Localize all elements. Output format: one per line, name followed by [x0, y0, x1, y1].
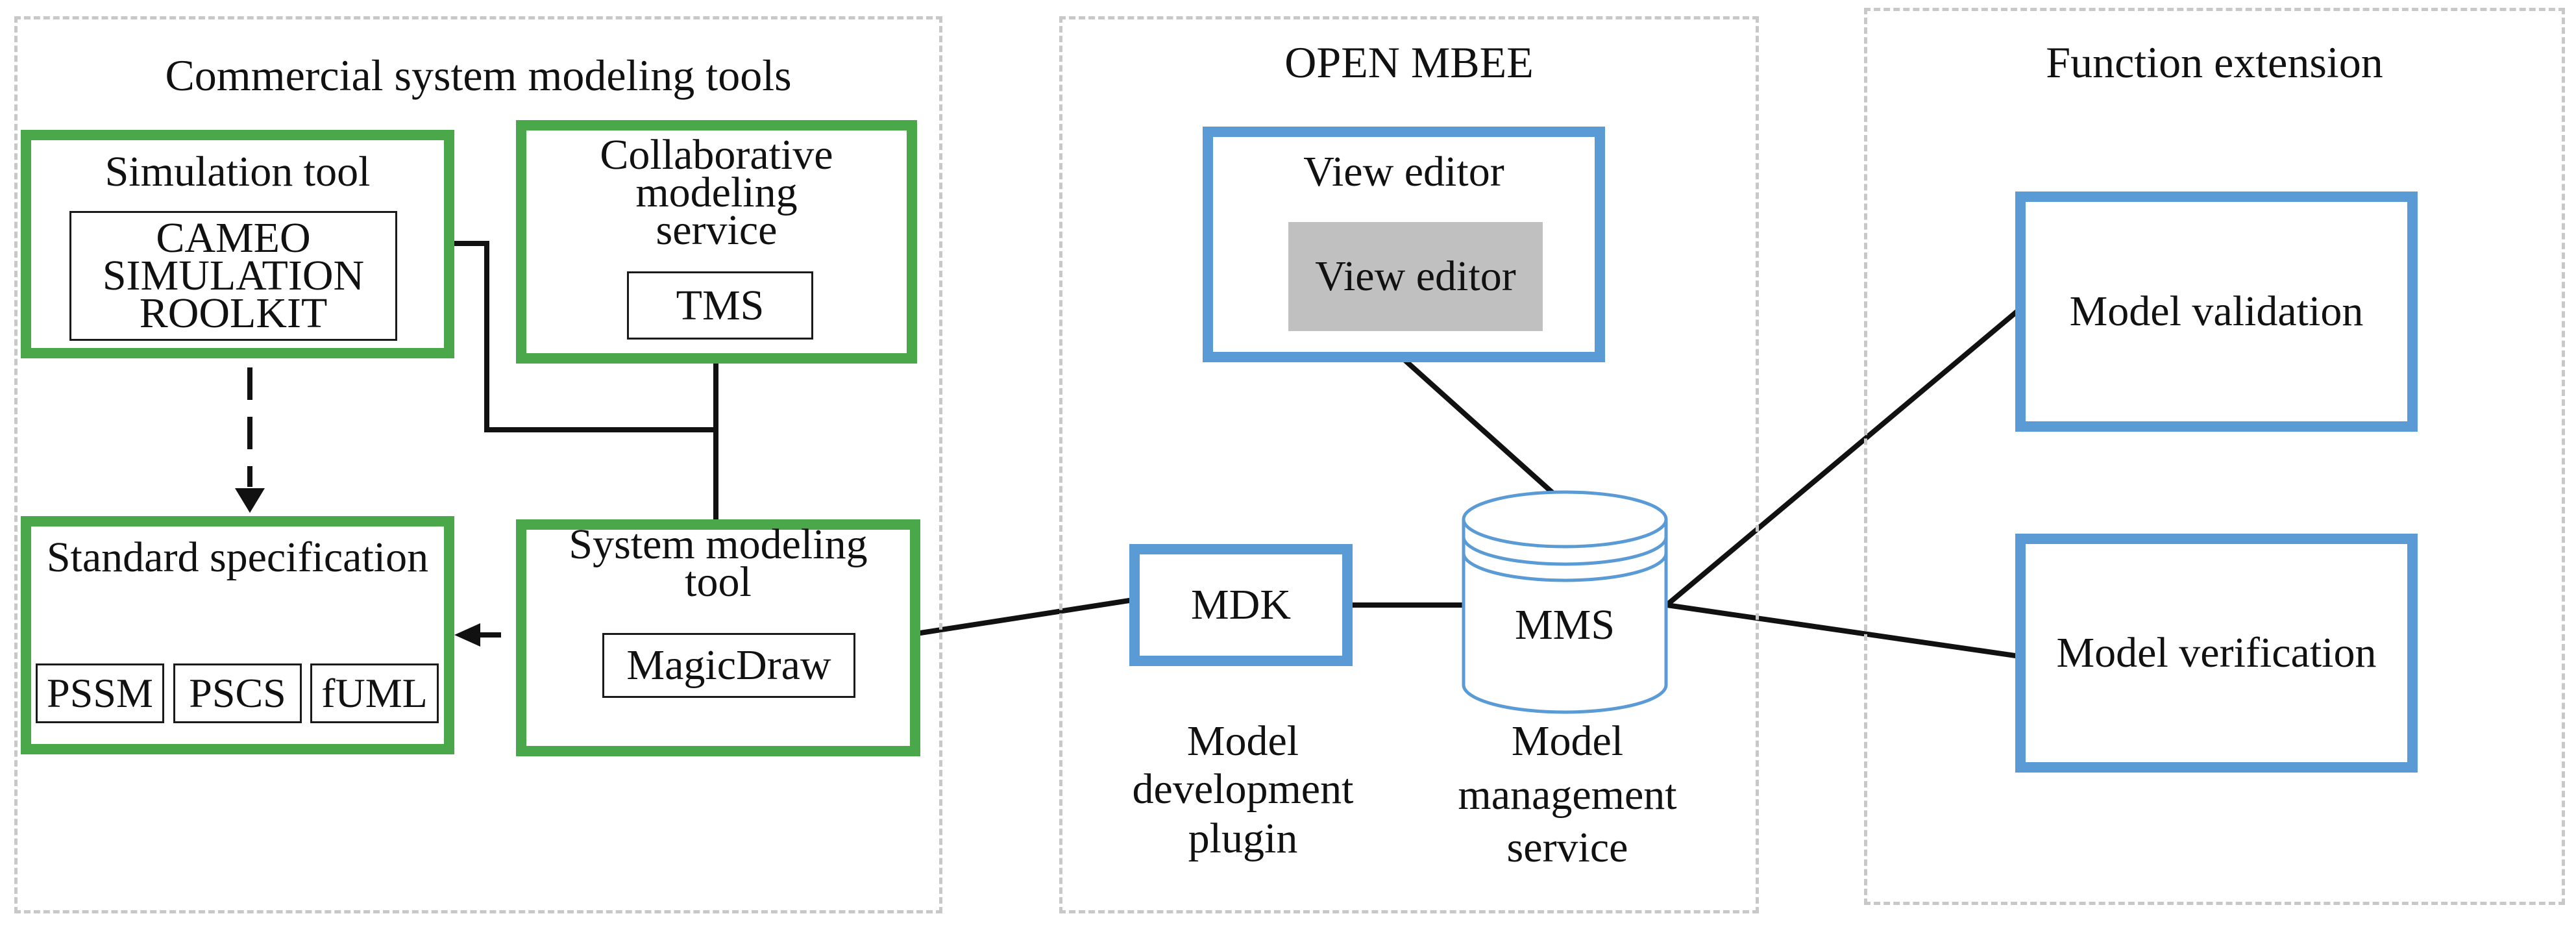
connector-mms-to-validation — [1663, 309, 2019, 609]
model-verification-box: Model verification — [2015, 534, 2418, 773]
simulation-tool-title: Simulation tool — [104, 148, 371, 195]
magicdraw-box: MagicDraw — [602, 633, 855, 698]
mms-label: MMS — [1514, 601, 1615, 649]
system-modeling-title-line-1: System modeling — [569, 521, 868, 568]
spec-item-pscs: PSCS — [173, 663, 302, 723]
mdk-caption-line-1: Model — [1186, 717, 1299, 765]
cameo-line-1: CAMEO — [156, 214, 311, 262]
region-title-open-mbee: OPEN MBEE — [1284, 38, 1534, 87]
standard-specification-title: Standard specification — [46, 534, 429, 581]
mms-caption-line-2: management — [1458, 771, 1677, 819]
model-verification-label: Model verification — [2056, 629, 2377, 676]
connector-simulation-to-system — [452, 241, 718, 432]
region-function-extension — [1864, 8, 2565, 905]
spec-item-pssm-label: PSSM — [47, 670, 153, 716]
system-modeling-title-line-2: tool — [685, 558, 752, 606]
collaborative-title-line-3: service — [656, 206, 778, 254]
tms-box: TMS — [627, 271, 813, 340]
connector-system-to-mdk — [917, 597, 1133, 636]
region-title-function-extension: Function extension — [2046, 38, 2383, 87]
mdk-caption-line-2: development — [1132, 765, 1354, 813]
model-validation-box: Model validation — [2015, 192, 2418, 432]
view-editor-inner-label: View editor — [1315, 253, 1516, 300]
mdk-caption-line-3: plugin — [1188, 815, 1298, 862]
magicdraw-label: MagicDraw — [626, 641, 831, 689]
region-open-mbee — [1059, 16, 1759, 913]
region-commercial — [14, 16, 942, 913]
spec-item-fuml-label: fUML — [321, 670, 428, 716]
collaborative-title-line-2: modeling — [635, 169, 798, 216]
spec-item-pssm: PSSM — [36, 663, 164, 723]
mms-caption-line-1: Model — [1511, 717, 1624, 765]
region-title-commercial: Commercial system modeling tools — [165, 51, 792, 100]
database-cylinder-icon — [1462, 490, 1668, 714]
view-editor-title: View editor — [1303, 148, 1504, 195]
arrowhead-left-icon — [454, 623, 480, 647]
connector-mms-to-verification — [1663, 602, 2018, 659]
model-validation-label: Model validation — [2069, 288, 2364, 335]
cameo-simulation-toolkit-box: CAMEO SIMULATION ROOLKIT — [69, 211, 397, 341]
cameo-line-3: ROOLKIT — [139, 290, 328, 338]
tms-label: TMS — [676, 281, 765, 329]
arrowhead-down-icon — [235, 488, 265, 513]
spec-item-pscs-label: PSCS — [189, 670, 286, 716]
spec-item-fuml: fUML — [310, 663, 439, 723]
connector-viewer-to-mms — [1403, 358, 1568, 507]
mdk-box: MDK — [1129, 544, 1353, 666]
mdk-label: MDK — [1190, 581, 1291, 628]
collaborative-title-line-1: Collaborative — [600, 131, 833, 179]
cameo-line-2: SIMULATION — [102, 251, 365, 299]
view-editor-inner-box: View editor — [1288, 222, 1543, 331]
mms-caption-line-3: service — [1506, 824, 1628, 871]
